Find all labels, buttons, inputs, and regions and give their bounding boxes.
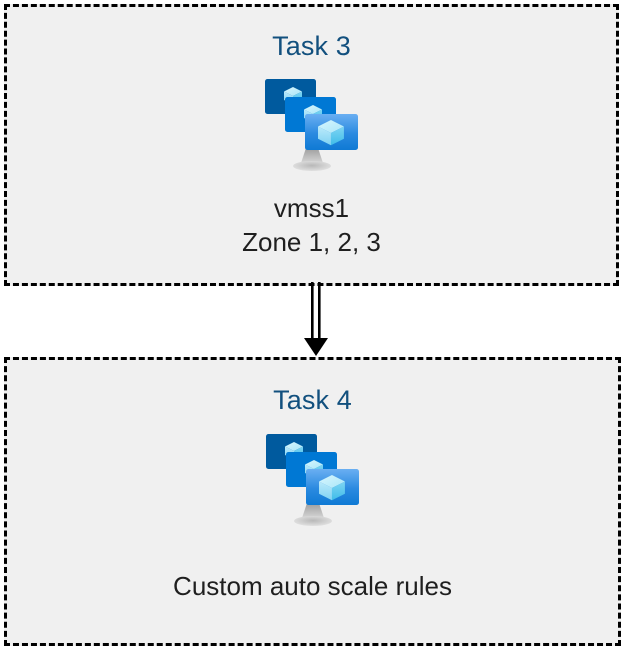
double-line-arrow <box>296 282 336 358</box>
task-box-task-3: Task 3 <box>4 4 619 286</box>
task-title: Task 4 <box>273 385 352 415</box>
task-caption: vmss1 Zone 1, 2, 3 <box>242 193 381 259</box>
caption-line: Zone 1, 2, 3 <box>242 226 381 257</box>
caption-line: vmss1 <box>273 193 350 223</box>
task-caption: Custom auto scale rules <box>173 571 452 603</box>
caption-line: Custom auto scale rules <box>173 571 452 601</box>
azure-vm-scale-set-icon <box>263 77 361 178</box>
task-box-task-4: Task 4 <box>4 357 621 646</box>
task-title: Task 3 <box>272 31 351 61</box>
azure-vm-scale-set-icon <box>264 432 362 533</box>
